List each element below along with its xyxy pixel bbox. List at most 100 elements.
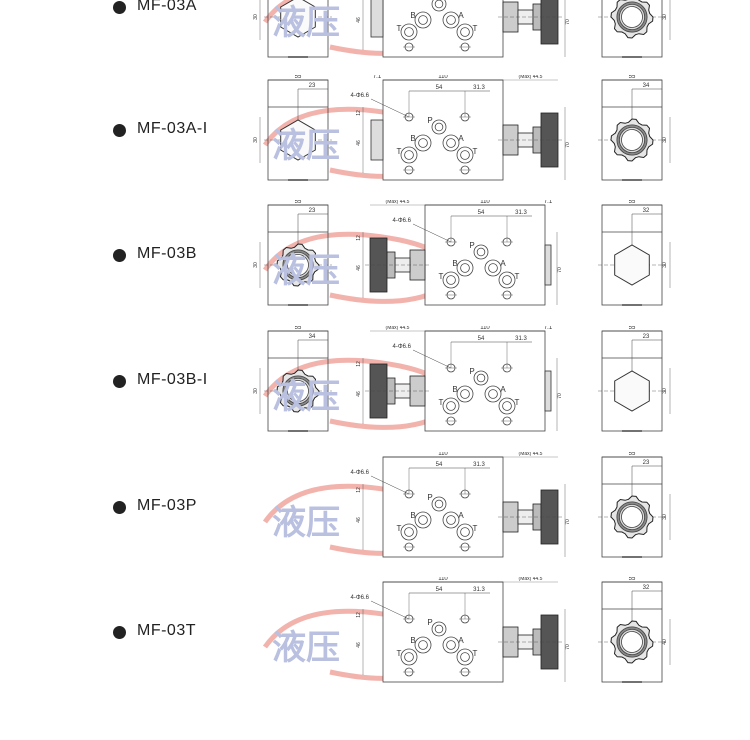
port-bore xyxy=(446,515,456,525)
port-label-t: T xyxy=(397,147,402,156)
port-bore xyxy=(446,275,456,285)
port-bore xyxy=(488,263,498,273)
dim-110: 110 xyxy=(480,326,490,331)
model-label: MF-03B-I xyxy=(137,371,208,388)
knob-part xyxy=(540,0,559,45)
port-bore xyxy=(404,27,414,37)
port-bore xyxy=(404,150,414,160)
dim-height: 30 xyxy=(253,14,259,20)
port-label-a: A xyxy=(500,385,506,394)
port-bore xyxy=(418,515,428,525)
port-p xyxy=(431,0,447,12)
port-t xyxy=(498,397,516,415)
port-bore xyxy=(446,138,456,148)
dim-46: 46 xyxy=(356,17,362,23)
dim-width: 55 xyxy=(629,200,636,205)
dim-max: (Max) 44.5 xyxy=(519,577,543,582)
dim-54: 54 xyxy=(436,85,443,91)
sub-plate xyxy=(544,370,552,412)
port-bore xyxy=(434,624,444,634)
dim-110: 110 xyxy=(480,200,490,205)
port-bore xyxy=(418,640,428,650)
leader-line xyxy=(412,223,452,243)
port-bore xyxy=(404,652,414,662)
port-label-p: P xyxy=(427,618,432,627)
leader-line xyxy=(370,98,410,118)
hex-plug-icon xyxy=(280,0,316,38)
port-label-a: A xyxy=(458,511,464,520)
drawing: 5523301105431.3PBATT4-Φ6.61246707.1(Max)… xyxy=(253,0,671,58)
port-t xyxy=(442,397,460,415)
port-t xyxy=(400,648,418,666)
port-label-t: T xyxy=(439,398,444,407)
dim-12: 12 xyxy=(356,487,362,493)
dim-46: 46 xyxy=(356,265,362,271)
port-t xyxy=(456,648,474,666)
leader-line xyxy=(370,475,410,495)
port-label-t: T xyxy=(439,272,444,281)
dim-depth: 23 xyxy=(643,334,650,340)
port-bore xyxy=(460,263,470,273)
port-label-t: T xyxy=(515,398,520,407)
port-bore xyxy=(502,401,512,411)
product-row: 5523301105431.3PBATT4-Φ6.61246707.1(Max)… xyxy=(0,0,750,77)
dim-height: 30 xyxy=(253,137,259,143)
dim-height: 30 xyxy=(253,262,259,268)
dim-height: 30 xyxy=(253,388,259,394)
dim-31-3: 31.3 xyxy=(473,587,485,593)
port-label-p: P xyxy=(427,0,432,2)
port-bore xyxy=(488,389,498,399)
knob-bore xyxy=(621,506,643,528)
bullet-icon xyxy=(113,124,126,137)
port-bore xyxy=(418,15,428,25)
dim-depth: 32 xyxy=(643,585,650,591)
dim-max: (Max) 44.5 xyxy=(519,75,543,80)
port-p xyxy=(431,621,447,637)
dim-max: (Max) 44.5 xyxy=(386,200,410,205)
model-label: MF-03B xyxy=(137,245,197,262)
valve-body xyxy=(382,456,504,558)
knob-bore xyxy=(621,6,643,28)
port-bore xyxy=(434,122,444,132)
dim-70: 70 xyxy=(557,393,563,399)
port-t xyxy=(400,146,418,164)
dim-12: 12 xyxy=(356,235,362,241)
dim-110: 110 xyxy=(438,577,448,582)
port-label-b: B xyxy=(452,385,457,394)
port-bore xyxy=(476,373,486,383)
port-bore xyxy=(460,150,470,160)
model-label: MF-03A-I xyxy=(137,120,208,137)
port-t xyxy=(400,523,418,541)
port-label-b: B xyxy=(410,134,415,143)
model-label: MF-03P xyxy=(137,497,197,514)
dim-46: 46 xyxy=(356,391,362,397)
watermark-text: 液压 xyxy=(272,629,340,667)
dim-7-1: 7.1 xyxy=(373,75,382,80)
port-bore xyxy=(460,27,470,37)
port-b xyxy=(456,385,474,403)
port-t xyxy=(498,271,516,289)
port-label-t: T xyxy=(473,147,478,156)
port-label-t: T xyxy=(397,649,402,658)
port-label-t: T xyxy=(515,272,520,281)
dim-31-3: 31.3 xyxy=(515,210,527,216)
port-label-t: T xyxy=(473,24,478,33)
sub-plate xyxy=(370,119,384,161)
port-t xyxy=(442,271,460,289)
watermark-text: 液压 xyxy=(272,4,340,42)
hex-plug-icon xyxy=(280,119,316,161)
dim-54: 54 xyxy=(436,587,443,593)
